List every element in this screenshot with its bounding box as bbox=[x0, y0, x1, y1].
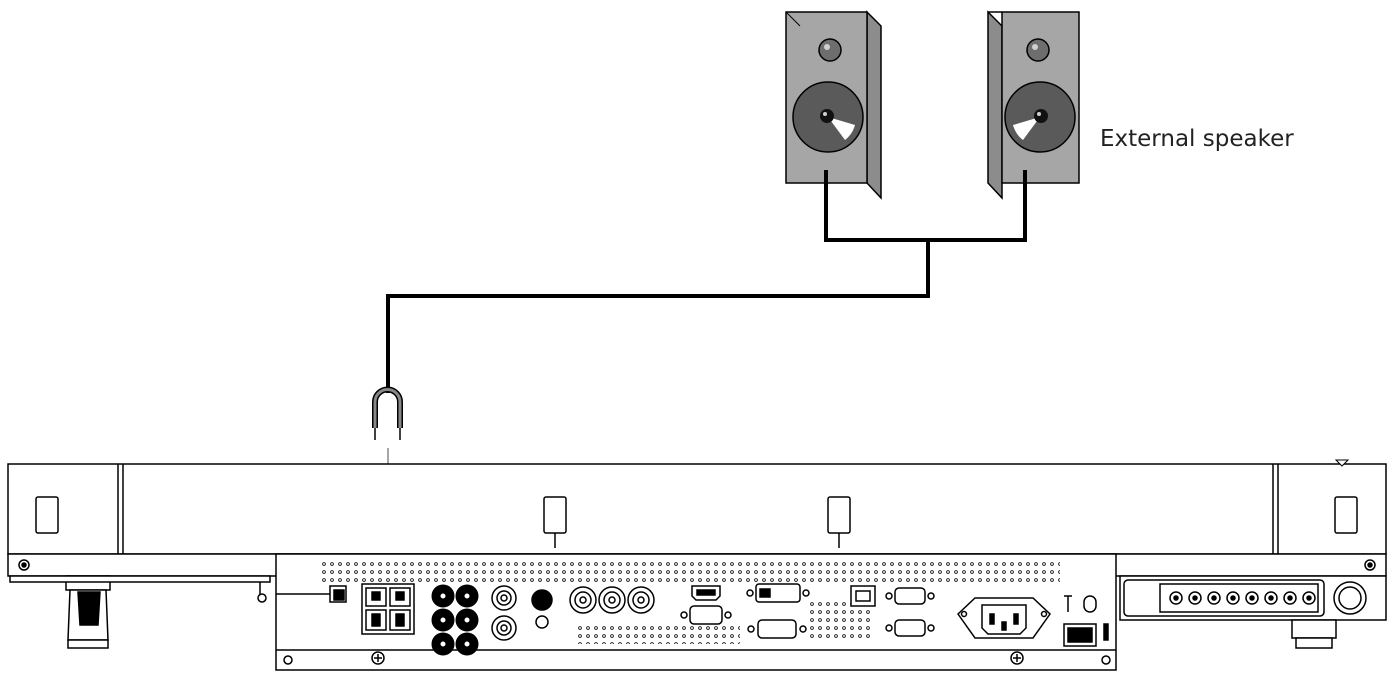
speaker-terminal-icon bbox=[361, 583, 415, 635]
video-ports bbox=[680, 583, 810, 639]
left-speaker-icon bbox=[785, 10, 882, 200]
power-socket-icon bbox=[957, 597, 1051, 639]
power-switch-icon bbox=[1063, 595, 1109, 647]
right-accessory-strip bbox=[1119, 575, 1387, 649]
rca-jacks bbox=[491, 585, 655, 641]
display-rear-panel-icon bbox=[7, 459, 1387, 671]
audio-jack-cluster bbox=[431, 584, 479, 656]
right-speaker-icon bbox=[987, 10, 1080, 200]
external-speaker-label: External speaker bbox=[1100, 126, 1294, 152]
network-serial-ports bbox=[850, 585, 935, 637]
speaker-cable bbox=[386, 170, 1027, 393]
